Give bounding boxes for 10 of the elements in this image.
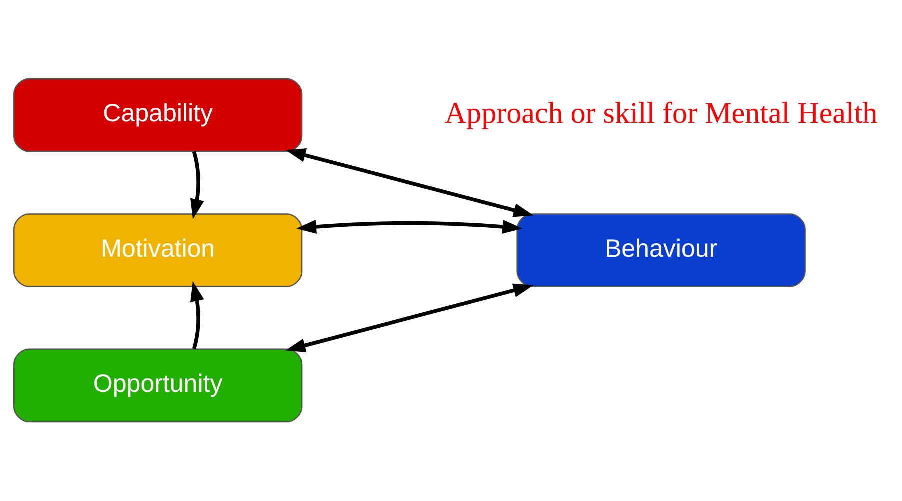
arrow — [296, 220, 523, 234]
label: Approach or skill for Mental Health — [444, 97, 878, 130]
arrow — [190, 151, 204, 220]
arrow — [286, 148, 534, 218]
node-box: Behaviour — [516, 214, 806, 288]
arrow — [190, 281, 204, 350]
arrow — [286, 284, 534, 352]
node-box: Opportunity — [14, 348, 303, 423]
node-box: Capability — [14, 78, 303, 152]
node-box: Motivation — [14, 214, 303, 288]
